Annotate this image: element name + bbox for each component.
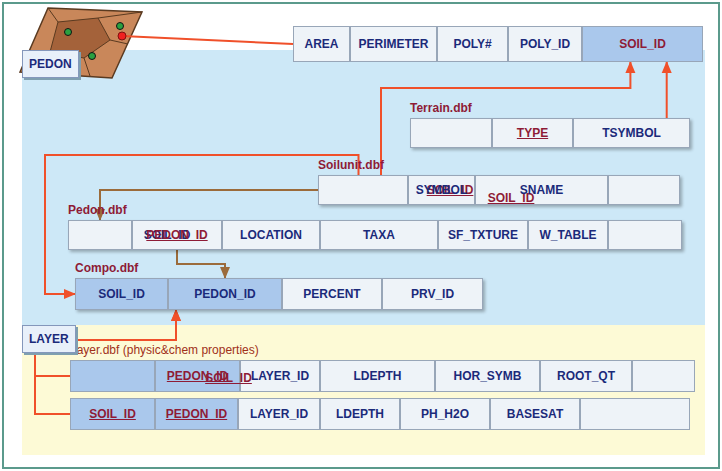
- field-name: SF_TXTURE: [448, 228, 518, 242]
- field-cell: LOCATION: [222, 220, 320, 250]
- field-name: POLY#: [453, 37, 491, 51]
- band-ground: [22, 50, 705, 325]
- field-cell: AREA: [293, 26, 350, 62]
- field-cell: SOIL_ID: [70, 360, 155, 392]
- field-name: LOCATION: [240, 228, 302, 242]
- field-name: PH_H2O: [421, 407, 469, 421]
- field-name: SOIL_ID: [89, 407, 136, 421]
- field-cell: TSYMBOL: [573, 118, 690, 148]
- field-name: BASESAT: [507, 407, 563, 421]
- field-name: PEDON_ID: [146, 228, 207, 242]
- field-name: SYMBOL: [416, 183, 467, 197]
- section-band: SOIL_ID TYPE TSYMBOL Terrain.dbfSOIL_ID SYMB…: [22, 50, 705, 325]
- outer-frame: [3, 3, 719, 468]
- field-cell: ROOT_QT: [540, 360, 632, 392]
- table-box: SOIL_ID PEDON_ID LAYER_ID LDEPTH HOR_SYMB ROO…: [70, 360, 695, 430]
- field-cell: TYPE: [492, 118, 573, 148]
- map-illustration: [20, 8, 293, 78]
- field-name: PEDON_ID: [167, 369, 228, 383]
- field-cell: HOR_SYMB: [435, 360, 540, 392]
- field-name: HOR_SYMB: [453, 369, 521, 383]
- table-name: Compo.dbf: [75, 261, 138, 276]
- field-cell: PEDON_ID: [168, 278, 282, 310]
- field-name: ROOT_QT: [557, 369, 615, 383]
- field-name: W_TABLE: [539, 228, 596, 242]
- field-cell: TAXA: [320, 220, 438, 250]
- field-cell: SOIL_ID: [318, 175, 408, 205]
- field-cell: SF_TXTURE: [438, 220, 528, 250]
- key-link: [45, 155, 359, 294]
- key-link: [177, 250, 225, 278]
- field-cell: SOIL_ID: [68, 220, 132, 250]
- table-box: SOIL_IDTYPETSYMBOLTerrain.dbf: [410, 118, 690, 148]
- section-band: SOIL_ID PEDON_ID LAYER_ID LDEPTH HOR_SYMB ROO…: [22, 325, 705, 455]
- field-name: LDEPTH: [336, 407, 384, 421]
- field-cell: LAYER_ID: [238, 398, 320, 430]
- field-name: PEDON_ID: [166, 407, 227, 421]
- table-box: SOIL_IDPEDON_IDPERCENTPRV_IDCompo.dbf: [75, 278, 483, 310]
- field-cell: POLY#: [437, 26, 508, 62]
- table-name: Terrain.dbf: [410, 101, 472, 116]
- key-link: [666, 62, 668, 118]
- section-label: PEDON: [22, 50, 79, 78]
- field-cell: PH_H2O: [400, 398, 490, 430]
- band-ground: [22, 325, 705, 455]
- field-name: SOIL_ID: [98, 287, 145, 301]
- empty-cell: [632, 360, 695, 392]
- table-name: Layer.dbf (physic&chem properties): [70, 343, 259, 358]
- field-name: LAYER_ID: [250, 407, 308, 421]
- empty-cell: [580, 398, 690, 430]
- field-cell: SYMBOL: [408, 175, 475, 205]
- field-cell: PEDON_ID: [155, 398, 238, 430]
- field-cell: LDEPTH: [320, 360, 435, 392]
- field-name: TAXA: [363, 228, 395, 242]
- map-leader: [122, 36, 293, 44]
- field-name: AREA: [304, 37, 338, 51]
- key-link: [100, 190, 318, 220]
- field-name: PRV_ID: [411, 287, 454, 301]
- field-cell: PRV_ID: [382, 278, 483, 310]
- empty-cell: [608, 220, 682, 250]
- field-name: TYPE: [517, 126, 548, 140]
- field-name: LDEPTH: [354, 369, 402, 383]
- field-cell: PEDON_ID: [132, 220, 222, 250]
- field-cell: LAYER_ID: [240, 360, 320, 392]
- table-name: Pedon.dbf: [68, 203, 127, 218]
- empty-cell: [608, 175, 680, 205]
- field-name: TSYMBOL: [602, 126, 661, 140]
- field-cell: SOIL_ID: [75, 278, 168, 310]
- field-cell: POLY_ID: [508, 26, 582, 62]
- field-cell: W_TABLE: [528, 220, 608, 250]
- field-cell: PERIMETER: [350, 26, 437, 62]
- field-cell: LDEPTH: [320, 398, 400, 430]
- field-cell: SOIL_ID: [410, 118, 492, 148]
- table-box: SOIL_ID PEDON_ID LOCATION TAXA SF_TXTURE W_TA…: [68, 220, 682, 250]
- field-cell: PERCENT: [282, 278, 382, 310]
- section-label: LAYER: [22, 325, 76, 353]
- field-name: PERIMETER: [358, 37, 428, 51]
- field-name: SNAME: [520, 183, 563, 197]
- field-name: PEDON_ID: [194, 287, 255, 301]
- field-cell: SOIL_ID: [582, 26, 703, 62]
- field-name: POLY_ID: [520, 37, 570, 51]
- field-cell: PEDON_ID: [155, 360, 240, 392]
- field-name: LAYER_ID: [251, 369, 309, 383]
- field-cell: SOIL_ID: [70, 398, 155, 430]
- field-name: PERCENT: [303, 287, 360, 301]
- field-cell: BASESAT: [490, 398, 580, 430]
- table-name: Soilunit.dbf: [318, 158, 384, 173]
- field-name: SOIL_ID: [619, 37, 666, 51]
